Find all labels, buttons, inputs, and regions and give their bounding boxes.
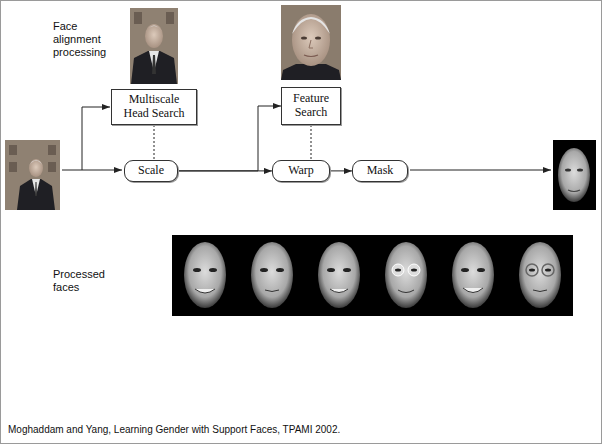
section-label: Processed faces — [53, 268, 123, 294]
box-text: Feature Search — [287, 92, 335, 120]
dotted-link — [311, 125, 312, 160]
box-text: Scale — [138, 164, 164, 178]
input-photo — [5, 140, 60, 210]
flow-arrow — [330, 170, 352, 171]
process-box: Warp — [272, 160, 330, 182]
dotted-link — [154, 125, 155, 160]
section-label: Face alignment processing — [53, 20, 127, 60]
process-box: Mask — [352, 160, 408, 182]
output-face — [553, 140, 596, 210]
head-search-photo — [130, 8, 178, 84]
process-box: Scale — [124, 160, 178, 182]
processed-faces-strip — [172, 235, 573, 316]
box-text: Mask — [367, 164, 394, 178]
citation-caption: Moghaddam and Yang, Learning Gender with… — [8, 424, 340, 435]
feature-search-photo — [281, 5, 341, 80]
process-box: Feature Search — [281, 87, 341, 125]
box-text: Multiscale Head Search — [117, 93, 191, 121]
process-box: Multiscale Head Search — [111, 89, 197, 125]
box-text: Warp — [288, 164, 314, 178]
